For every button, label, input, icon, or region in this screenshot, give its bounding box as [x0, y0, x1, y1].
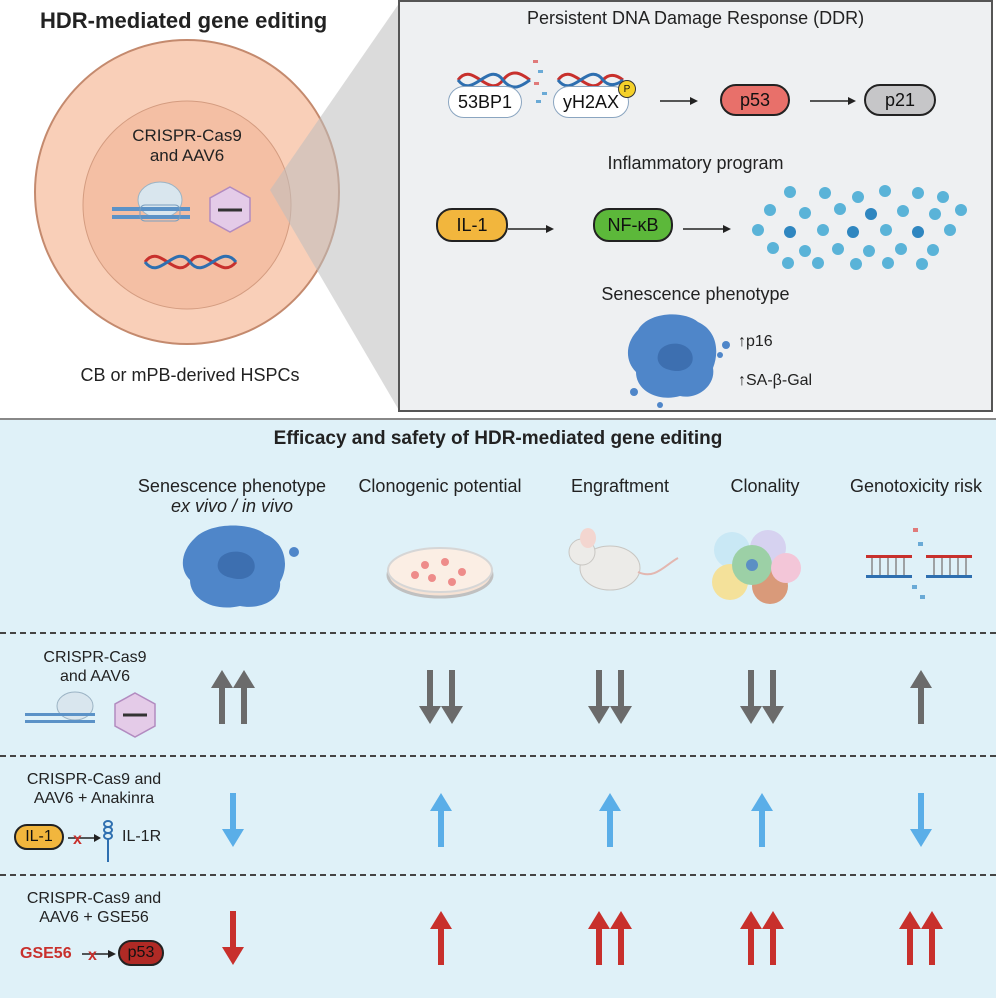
- sagal-label: ↑SA-β-Gal: [738, 372, 813, 389]
- effect-arrow-r3-c2: [430, 911, 452, 965]
- p53-node: p53: [720, 84, 790, 116]
- efficacy-section: [0, 418, 996, 998]
- effect-arrow-r1-c2-b: [441, 670, 463, 724]
- effect-arrow-r1-c1-a: [211, 670, 233, 724]
- effect-arrow-r3-c4-b: [762, 911, 784, 965]
- effect-arrow-r3-c3-a: [588, 911, 610, 965]
- col-clonality-label: Clonality: [730, 476, 800, 496]
- marker-yh2ax-label: yH2AX: [562, 91, 620, 112]
- cell-label-line2: and AAV6: [149, 146, 225, 165]
- row1-label-line2: and AAV6: [60, 668, 130, 685]
- clonality-cells-icon: [712, 530, 801, 604]
- nfkb-label: NF-κB: [607, 214, 659, 235]
- row-separator-2: [0, 755, 996, 757]
- il1-label: IL-1: [456, 214, 488, 235]
- svg-text:x: x: [88, 947, 97, 964]
- row3-label-line2: AAV6 + GSE56: [39, 909, 149, 926]
- inflammatory-title: Inflammatory program: [607, 153, 784, 173]
- p21-label: p21: [884, 89, 916, 110]
- il1-node: IL-1: [436, 208, 508, 242]
- phospho-label: P: [623, 83, 631, 95]
- effect-arrow-r1-c4-a: [740, 670, 762, 724]
- marker-53bp1: 53BP1: [448, 86, 522, 118]
- row3-p53-label: p53: [127, 944, 155, 961]
- svg-text:x: x: [73, 831, 82, 848]
- cas9-icon: [112, 181, 190, 222]
- senescent-cell-small-icon: [182, 525, 299, 608]
- broken-dna-icon: [456, 60, 624, 103]
- ddr-diagram: [456, 60, 967, 408]
- dna-icon: [143, 254, 238, 270]
- effect-arrow-r3-c3-b: [610, 911, 632, 965]
- row3-label-line1: CRISPR-Cas9 and: [26, 890, 162, 907]
- row3-p53-node: p53: [118, 940, 164, 966]
- row2-target-label: IL-1R: [122, 828, 162, 845]
- col-engraftment-label: Engraftment: [570, 476, 670, 496]
- cell-label-line1: CRISPR-Cas9: [132, 126, 242, 145]
- p21-node: p21: [864, 84, 936, 116]
- effect-arrow-r3-c5-a: [899, 911, 921, 965]
- row3-gse56-label: GSE56: [20, 945, 72, 962]
- effect-arrow-r3-c4-a: [740, 911, 762, 965]
- top-title: HDR-mediated gene editing: [40, 8, 328, 33]
- effect-arrow-r1-c3-a: [588, 670, 610, 724]
- aav6-small-icon: [114, 692, 156, 738]
- senescence-title: Senescence phenotype: [601, 284, 790, 304]
- effect-arrow-r1-c4-b: [762, 670, 784, 724]
- col-genotoxicity-label: Genotoxicity risk: [849, 476, 983, 496]
- cell-caption: CB or mPB-derived HSPCs: [80, 365, 300, 385]
- phospho-badge: P: [618, 80, 636, 98]
- effect-arrow-r2-c1: [222, 793, 244, 847]
- effect-arrow-r2-c5: [910, 793, 932, 847]
- effect-arrow-r1-c3-b: [610, 670, 632, 724]
- effect-arrow-r2-c3: [599, 793, 621, 847]
- row2-label-line2: AAV6 + Anakinra: [33, 790, 155, 807]
- col-senescence-label: Senescence phenotype: [137, 476, 327, 496]
- genotoxicity-dna-icon: [866, 528, 972, 599]
- effect-arrow-r1-c5: [910, 670, 932, 724]
- efficacy-title: Efficacy and safety of HDR-mediated gene…: [273, 428, 723, 449]
- column-icons: [182, 525, 972, 608]
- marker-yh2ax: yH2AX: [553, 86, 629, 118]
- hspc-cell: [34, 2, 400, 412]
- mouse-icon: [568, 528, 679, 591]
- nfkb-node: NF-κB: [593, 208, 673, 242]
- il1r-receptor-icon: [103, 820, 113, 862]
- ddr-title: Persistent DNA Damage Response (DDR): [526, 8, 865, 28]
- zoom-wedge: [270, 2, 400, 412]
- cytokine-cloud: [752, 185, 967, 270]
- marker-53bp1-label: 53BP1: [457, 91, 513, 112]
- aav6-icon: [209, 186, 251, 233]
- p16-label: ↑p16: [738, 333, 773, 350]
- row-separator-3: [0, 874, 996, 876]
- p53-label: p53: [739, 89, 771, 110]
- senescent-cell-icon: [627, 314, 730, 408]
- row1-label-line1: CRISPR-Cas9: [43, 649, 147, 666]
- petri-dish-icon: [386, 547, 494, 599]
- effect-arrow-r2-c4: [751, 793, 773, 847]
- row2-il1-node: IL-1: [14, 824, 64, 850]
- row-separator-1: [0, 632, 996, 634]
- effect-arrow-r1-c2-a: [419, 670, 441, 724]
- row2-label-line1: CRISPR-Cas9 and: [26, 771, 162, 788]
- col-clonogenic-label: Clonogenic potential: [358, 476, 522, 496]
- effect-arrow-r3-c5-b: [921, 911, 943, 965]
- effect-arrow-r2-c2: [430, 793, 452, 847]
- row2-block-arrow: x: [68, 820, 113, 862]
- effect-arrow-r3-c1: [222, 911, 244, 965]
- cas9-small-icon: [25, 691, 95, 723]
- row1-icons: [25, 691, 156, 738]
- row3-block-arrow: x: [82, 947, 116, 964]
- col-senescence-sublabel: ex vivo / in vivo: [170, 496, 294, 516]
- effect-arrow-r1-c1-b: [233, 670, 255, 724]
- row2-il1-label: IL-1: [25, 828, 53, 845]
